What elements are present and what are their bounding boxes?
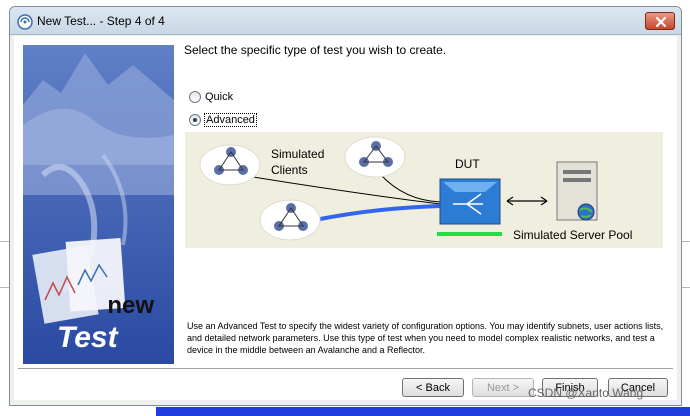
finish-button[interactable]: Finish (542, 378, 598, 397)
window-title: New Test... - Step 4 of 4 (37, 14, 165, 28)
quick-label: Quick (205, 91, 234, 103)
next-button[interactable]: Next > (472, 378, 534, 397)
watermark-text: CSDN @Xanto Wang (528, 386, 644, 400)
close-icon (655, 16, 667, 28)
quick-radio[interactable] (189, 91, 201, 103)
banner-word-new: new (107, 292, 154, 319)
mountain-artwork-icon (23, 45, 174, 364)
advanced-radio[interactable] (189, 114, 201, 126)
network-topology-icon (199, 136, 598, 241)
new-test-banner: new Test (23, 45, 174, 364)
option-description: Use an Advanced Test to specify the wide… (187, 321, 664, 355)
desktop-taskbar-strip (156, 407, 690, 416)
close-button[interactable] (645, 12, 675, 30)
title-bar[interactable]: New Test... - Step 4 of 4 (10, 7, 681, 35)
network-diagram: Simulated Clients DUT Simulated Server P… (185, 132, 663, 248)
back-button[interactable]: < Back (402, 378, 464, 397)
client-cloud-1 (199, 144, 261, 186)
wizard-window: New Test... - Step 4 of 4 (9, 6, 682, 406)
dut-label: DUT (455, 157, 480, 171)
simulated-clients-label: Simulated Clients (271, 147, 325, 177)
banner-word-test: Test (57, 321, 118, 354)
option-advanced[interactable]: Advanced (189, 112, 257, 128)
server-pool-label: Simulated Server Pool (513, 228, 633, 242)
client-cloud-3 (259, 199, 321, 241)
client-cloud-2 (344, 136, 406, 178)
cancel-button[interactable]: Cancel (608, 378, 668, 397)
option-quick[interactable]: Quick (189, 89, 233, 105)
instruction-text: Select the specific type of test you wis… (184, 43, 447, 57)
wizard-client-area: new Test Select the specific type of tes… (14, 36, 677, 400)
app-icon (17, 14, 33, 30)
advanced-label: Advanced (204, 113, 257, 127)
button-separator (18, 368, 673, 370)
